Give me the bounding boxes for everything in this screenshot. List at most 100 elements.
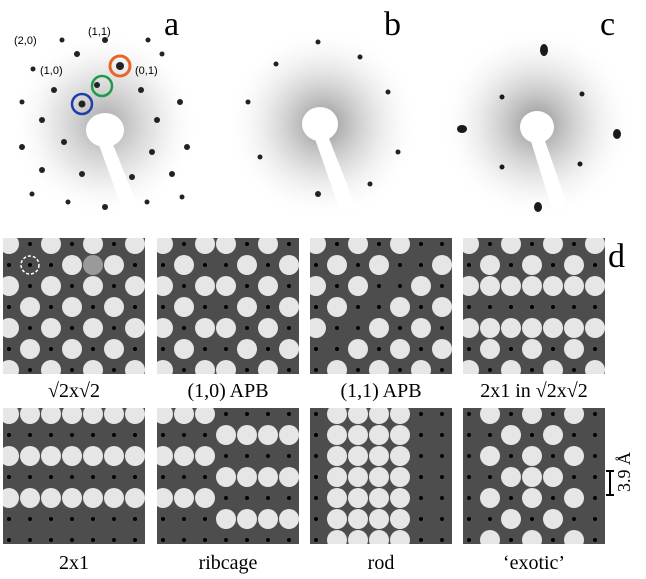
atom [41,238,61,254]
atom [83,408,103,424]
lattice-site [91,433,95,437]
lattice-site [203,263,207,267]
atom [501,276,521,296]
atom [432,297,452,317]
atom [522,530,542,544]
lattice-site [398,326,402,330]
atom [195,238,215,254]
lattice-site [245,242,249,246]
lattice-site [182,475,186,479]
lattice-site [28,242,32,246]
lattice-site [440,433,444,437]
atom [174,408,194,424]
atom [411,276,431,296]
lattice-site [593,347,597,351]
lattice-site [49,305,53,309]
orange-circle [108,54,132,78]
lattice-site [287,538,291,542]
lattice-site [49,538,53,542]
atom [480,276,500,296]
lattice-site [551,538,555,542]
leed-pattern-b [218,2,428,224]
green-circle [90,74,114,98]
lattice-site [314,538,318,542]
lattice-site [398,284,402,288]
lattice-site [593,538,597,542]
atom [564,318,584,338]
atom [327,530,347,544]
atom [327,297,347,317]
lattice-site [398,263,402,267]
atom [585,238,605,254]
atom [125,408,145,424]
atom [216,276,236,296]
atom [83,360,103,374]
lattice-site [49,517,53,521]
lattice-site [572,305,576,309]
atom [104,297,124,317]
lattice-site [593,412,597,416]
lattice-site [467,412,471,416]
model-2x1-in-sqrt2-lattice [463,238,605,374]
lattice-site [377,305,381,309]
lattice-site [440,412,444,416]
atom [237,509,257,529]
lattice-site [377,347,381,351]
model-2x1-lattice [3,408,145,542]
model-11-apb-lattice [310,238,452,374]
lattice-site [488,517,492,521]
atom [522,255,542,275]
atom [258,425,278,445]
atom [83,488,103,508]
atom [3,408,19,424]
atom [20,297,40,317]
atom [157,318,173,338]
atom [480,488,500,508]
lattice-site [593,305,597,309]
lattice-site [509,305,513,309]
index-label-1-1: (1,1) [88,26,111,38]
atom [3,446,19,466]
lattice-site [28,263,32,267]
atom [327,360,347,374]
atom [237,297,257,317]
atom [480,318,500,338]
atom [279,339,299,359]
lattice-site [419,538,423,542]
atom [543,318,563,338]
atom [390,339,410,359]
lattice-site [91,305,95,309]
atom [543,509,563,529]
lattice-site [398,368,402,372]
atom [83,318,103,338]
atom [195,488,215,508]
lattice-site [161,263,165,267]
atom [62,408,82,424]
lattice-site [266,305,270,309]
lattice-site [266,454,270,458]
atom [411,360,431,374]
lattice-site [161,538,165,542]
atom [369,488,389,508]
atom [327,509,347,529]
lattice-site [509,496,513,500]
lattice-site [593,263,597,267]
atom [104,339,124,359]
atom [390,488,410,508]
atom [564,408,584,424]
atom [20,446,40,466]
lattice-site [224,347,228,351]
atom [585,360,605,374]
atom [327,408,347,424]
beam-stop-a [86,113,140,214]
lattice-site [224,538,228,542]
model-tile-sqrt2 [3,238,145,374]
lattice-site [133,433,137,437]
leed-pattern-a [2,2,212,224]
atom [20,339,40,359]
atom [125,360,145,374]
panel-letter-d: d [608,238,625,275]
atom [369,509,389,529]
lattice-site [488,305,492,309]
atom [310,276,326,296]
